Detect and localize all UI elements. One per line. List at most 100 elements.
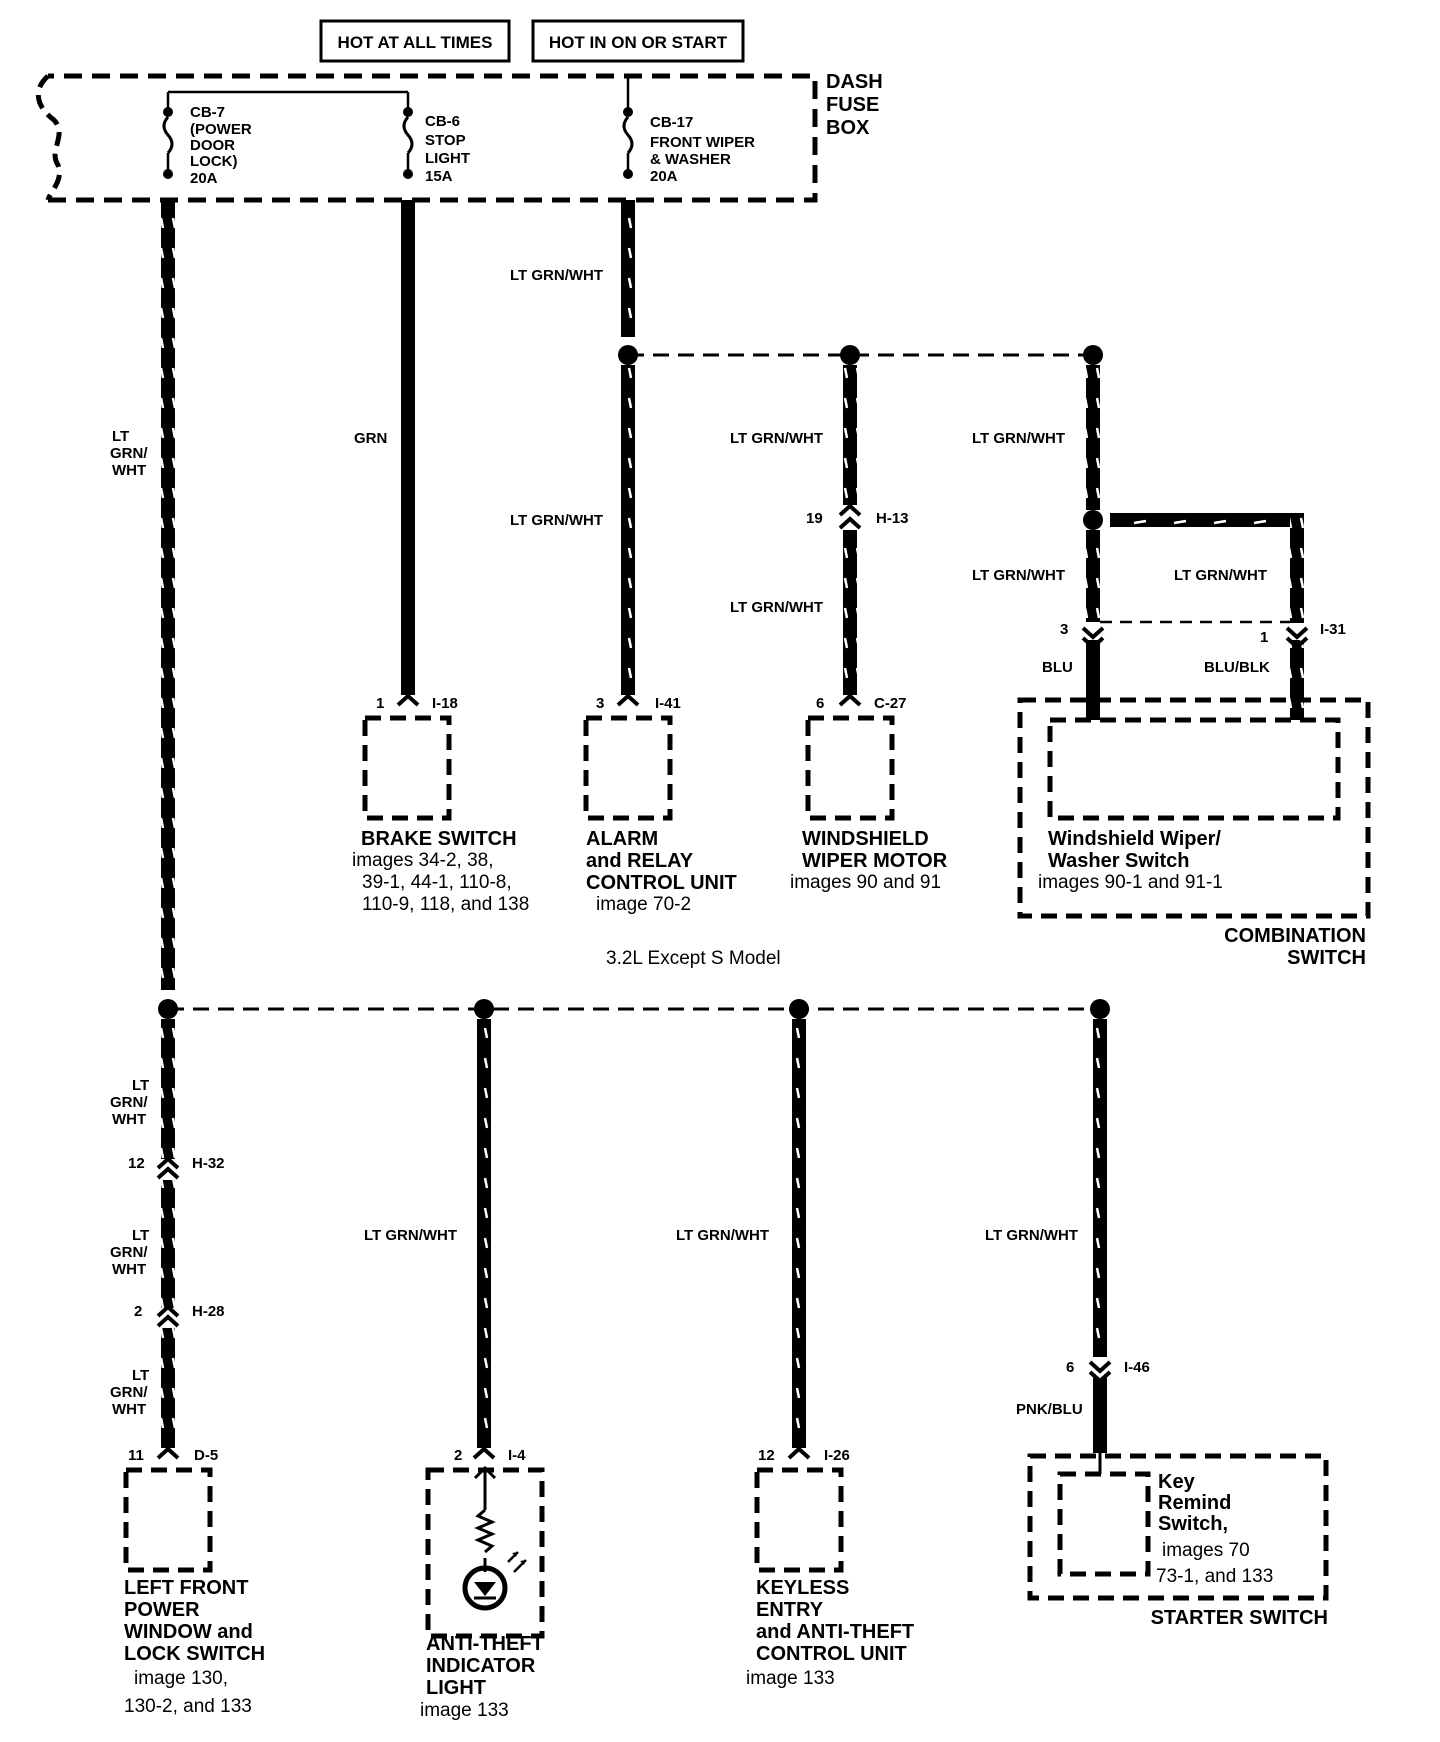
splice-point	[1083, 345, 1103, 365]
wire-label-pnk-blu: PNK/BLU	[1016, 1401, 1083, 1418]
connector-h13-symbol-top	[838, 503, 862, 517]
key-remind-name-2: Remind	[1158, 1492, 1231, 1514]
key-remind-name-1: Key	[1158, 1471, 1196, 1493]
keyless-entry-name-2: ENTRY	[756, 1599, 824, 1621]
connector-i18-symbol	[396, 693, 420, 707]
anti-theft-light-wire	[477, 1019, 491, 1448]
wiper-motor-wire-lower	[843, 530, 857, 695]
combination-switch-feed-wire	[1086, 365, 1100, 510]
wire-label-cb17: LT GRN/WHT	[510, 267, 603, 284]
connector-i31-id: I-31	[1320, 621, 1346, 638]
keyless-entry-ref: image 133	[746, 1668, 835, 1689]
fuse-box-label-1: DASH	[826, 71, 883, 93]
combination-switch-name-2: SWITCH	[1287, 947, 1366, 969]
pin-i41: 3	[596, 695, 604, 712]
cb-6-line-3: LIGHT	[425, 150, 470, 167]
left-front-window-box	[123, 1467, 213, 1573]
wire-label-lt-2: LT	[132, 1227, 149, 1244]
blu-blk-wire	[1290, 640, 1304, 720]
fuse-box-label-2: FUSE	[826, 94, 879, 116]
connector-c27-id: C-27	[874, 695, 907, 712]
connector-i46-symbol-top	[1088, 1360, 1112, 1374]
pnk-blu-wire	[1093, 1378, 1107, 1453]
wiper-motor-name-2: WIPER MOTOR	[802, 850, 948, 872]
hot-at-all-times-box: HOT AT ALL TIMES	[319, 19, 511, 63]
connector-h13-id: H-13	[876, 510, 909, 527]
cb-17-line-2: FRONT WIPER	[650, 134, 755, 151]
wire-label-comb-1: LT GRN/WHT	[1174, 567, 1267, 584]
pin-d5: 11	[128, 1447, 144, 1464]
brake-switch-box	[362, 715, 452, 821]
connector-i31-pin3-symbol	[1081, 626, 1105, 640]
connector-symbols	[156, 503, 1309, 1460]
wire-label-lt-3: LT	[132, 1367, 149, 1384]
left-window-name-2: POWER	[124, 1599, 200, 1621]
connector-i26-symbol	[787, 1446, 811, 1460]
wiper-switch-wire-3	[1086, 530, 1100, 622]
wiper-washer-switch-box	[1047, 717, 1341, 821]
hot-in-on-or-start-label: HOT IN ON OR START	[549, 33, 728, 52]
keyless-entry-name-4: CONTROL UNIT	[756, 1643, 907, 1665]
alarm-unit-box	[583, 715, 673, 821]
pin-i26: 12	[758, 1447, 775, 1464]
cb-17-rating: 20A	[650, 168, 678, 185]
cb-6-id: CB-6	[425, 113, 460, 130]
wiper-switch-wire-1	[1290, 513, 1304, 623]
wiper-motor-name-1: WINDSHIELD	[802, 828, 929, 850]
wire-label-wht-3: WHT	[112, 1401, 146, 1418]
hot-at-all-times-label: HOT AT ALL TIMES	[338, 33, 493, 52]
connector-i41-id: I-41	[655, 695, 681, 712]
wire-label-comb-feed: LT GRN/WHT	[972, 430, 1065, 447]
connector-i31-pin1-symbol	[1285, 626, 1309, 640]
splice-point	[1090, 999, 1110, 1019]
connector-h28-id: H-28	[192, 1303, 225, 1320]
left-window-name-3: WINDOW and	[124, 1621, 253, 1643]
blu-wire	[1086, 640, 1100, 720]
connector-i31-pin1-symbol-b	[1285, 636, 1309, 650]
connector-i46-id: I-46	[1124, 1359, 1150, 1376]
left-window-name-1: LEFT FRONT	[124, 1577, 248, 1599]
pin-h28: 2	[134, 1303, 142, 1320]
connector-i41-symbol	[616, 693, 640, 707]
key-remind-switch-box	[1057, 1471, 1151, 1577]
dash-fuse-box: DASH FUSE BOX	[35, 71, 883, 203]
wire-label-keyless: LT GRN/WHT	[676, 1227, 769, 1244]
wire-label-wht: WHT	[112, 462, 146, 479]
wiper-motor-box	[805, 715, 895, 821]
wiper-switch-name-1: Windshield Wiper/	[1048, 828, 1221, 850]
cb6-wire-grn	[401, 200, 415, 695]
starter-switch-box	[1027, 1453, 1329, 1601]
pin-h32: 12	[128, 1155, 145, 1172]
wire-label-grn: GRN/	[110, 445, 148, 462]
pin-i31-1: 1	[1260, 629, 1268, 646]
wire-label-alarm: LT GRN/WHT	[510, 512, 603, 529]
alarm-wire	[621, 365, 635, 695]
pin-i31-3: 3	[1060, 621, 1068, 638]
connector-i4-symbol	[472, 1446, 496, 1460]
connector-h32-symbol-top	[156, 1156, 180, 1170]
fuse-box-label-3: BOX	[826, 117, 870, 139]
connector-h28-symbol-top	[156, 1304, 180, 1318]
cb-17-label: CB-17 FRONT WIPER & WASHER 20A	[650, 114, 755, 185]
splice-point	[474, 999, 494, 1019]
brake-switch-ref-1: images 34-2, 38,	[352, 850, 494, 871]
wire-label-blu: BLU	[1042, 659, 1073, 676]
alarm-unit-name-1: ALARM	[586, 828, 658, 850]
brake-switch-ref-3: 110-9, 118, and 138	[362, 894, 529, 915]
cb7-wire-lt-grn-wht	[161, 200, 175, 990]
key-remind-ref-1: images 70	[1162, 1540, 1250, 1561]
wiper-motor-wire-upper	[843, 365, 857, 505]
cb-7-id: CB-7	[190, 104, 225, 121]
connector-i4-id: I-4	[508, 1447, 526, 1464]
wire-label-grn-3: GRN/	[110, 1384, 148, 1401]
wire-label-wiper-upper: LT GRN/WHT	[730, 430, 823, 447]
wire-label-lt-1: LT	[132, 1077, 149, 1094]
anti-theft-light-name-2: INDICATOR	[426, 1655, 536, 1677]
splice-point	[840, 345, 860, 365]
brake-switch-name: BRAKE SWITCH	[361, 828, 517, 850]
wire-label-lt: LT	[112, 428, 129, 445]
connector-h13-symbol-bottom	[838, 516, 862, 530]
cb-7-label: CB-7 (POWER DOOR LOCK) 20A	[190, 104, 252, 187]
wire-label-grn-1: GRN/	[110, 1094, 148, 1111]
wiper-motor-ref: images 90 and 91	[790, 872, 941, 893]
